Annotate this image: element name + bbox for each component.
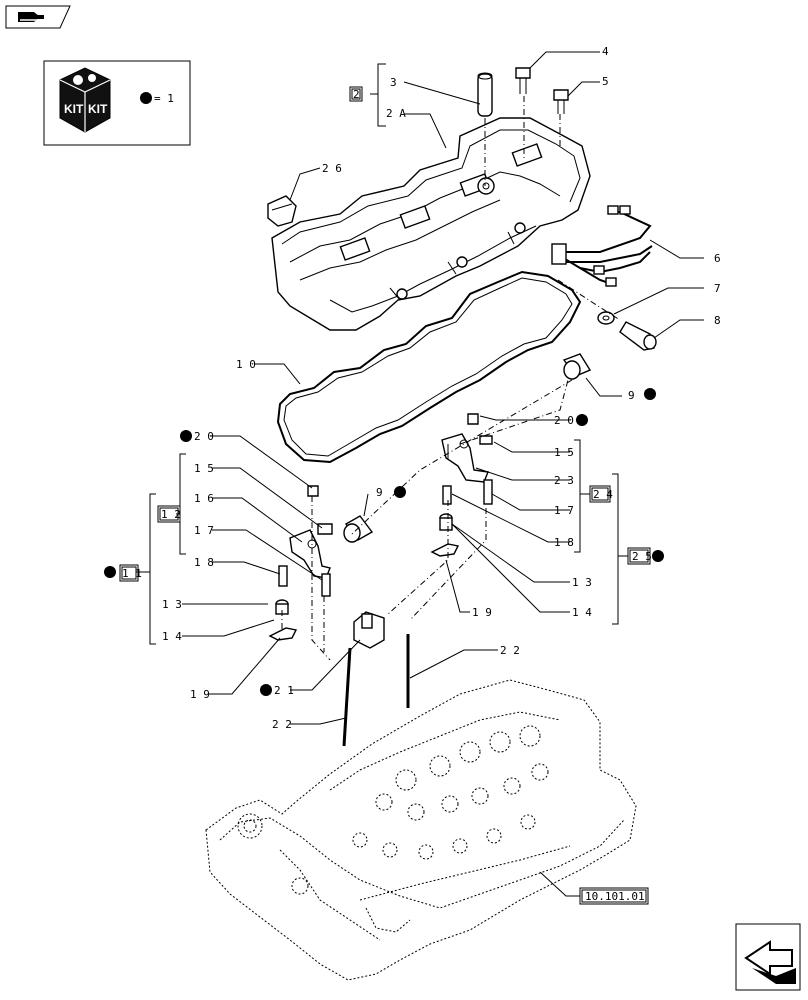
label-24: 2 4 (593, 488, 613, 501)
label-10: 1 0 (236, 358, 256, 371)
label-9-upper: 9 (628, 389, 635, 402)
part-3-dowel (477, 72, 493, 117)
label-12: 1 2 (161, 508, 181, 521)
label-7: 7 (714, 282, 721, 295)
label-13-right: 1 3 (572, 576, 592, 589)
part-7-washer (597, 311, 615, 325)
kit-badge-left: KIT (64, 102, 84, 116)
label-18-right: 1 8 (554, 536, 574, 549)
kit-box-icon: KIT KIT (59, 67, 111, 133)
label-5: 5 (602, 75, 609, 88)
arrow-icon (744, 940, 796, 984)
part-4-bolt (515, 67, 531, 94)
label-20-right: 2 0 (554, 414, 574, 427)
label-2: 2 (353, 88, 360, 101)
kit-markers (104, 388, 664, 696)
assembly-guide-lines (281, 96, 621, 661)
label-13-left: 1 3 (162, 598, 182, 611)
label-14-right: 1 4 (572, 606, 592, 619)
label-20-left: 2 0 (194, 430, 214, 443)
label-14-left: 1 4 (162, 630, 182, 643)
kit-legend: KIT KIT = 1 (43, 60, 191, 146)
nav-back-button[interactable] (5, 5, 71, 29)
label-15-right: 1 5 (554, 446, 574, 459)
label-23: 2 3 (554, 474, 574, 487)
label-25: 2 5 (632, 550, 652, 563)
label-6: 6 (714, 252, 721, 265)
label-15-left: 1 5 (194, 462, 214, 475)
label-17-right: 1 7 (554, 504, 574, 517)
label-9-lower: 9 (376, 486, 383, 499)
leader-lines (136, 51, 704, 725)
reference-link[interactable]: 10.101.01 (579, 887, 649, 905)
nav-next-button[interactable] (735, 923, 801, 991)
callout-labels: 2 3 2 A 4 5 2 6 6 7 8 1 0 9 2 0 1 5 2 3 … (122, 45, 721, 731)
part-5-bolt (553, 89, 569, 114)
rocker-assembly-right (430, 413, 493, 557)
book-arrow-icon (18, 12, 44, 22)
kit-legend-eq: = 1 (154, 92, 174, 105)
part-8-bolt (619, 321, 657, 351)
label-2a: 2 A (386, 107, 406, 120)
part-21-bracket (353, 611, 385, 649)
label-11: 1 1 (122, 567, 142, 580)
label-26: 2 6 (322, 162, 342, 175)
part-26-clip (267, 195, 297, 227)
part-9-bushing-upper (562, 353, 592, 380)
label-22-right: 2 2 (500, 644, 520, 657)
rocker-assembly-left (268, 485, 333, 641)
label-4: 4 (602, 45, 609, 58)
kit-badge-right: KIT (88, 102, 108, 116)
reference-text: 10.101.01 (585, 890, 645, 903)
label-19-right: 1 9 (472, 606, 492, 619)
label-3: 3 (390, 76, 397, 89)
label-21: 2 1 (274, 684, 294, 697)
kit-legend-dot (140, 92, 152, 104)
part-6-harness (551, 205, 653, 287)
rocker-cover (271, 117, 591, 331)
cylinder-head-outline (205, 679, 637, 981)
callout-boxes (119, 86, 651, 582)
label-16: 1 6 (194, 492, 214, 505)
part-10-gasket (276, 270, 582, 464)
label-19-left: 1 9 (190, 688, 210, 701)
label-17-left: 1 7 (194, 524, 214, 537)
label-8: 8 (714, 314, 721, 327)
label-18-left: 1 8 (194, 556, 214, 569)
label-22-left: 2 2 (272, 718, 292, 731)
part-22-pushrods (342, 634, 410, 747)
